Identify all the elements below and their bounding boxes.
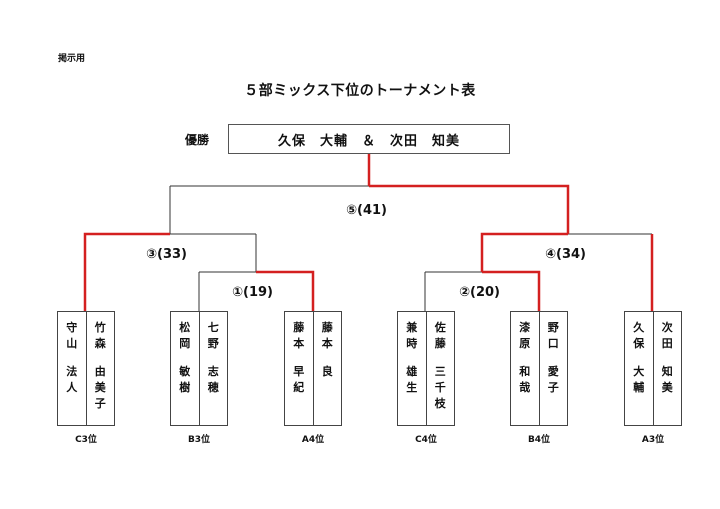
team-rank: B4位 — [527, 435, 551, 445]
name-char: 次 — [661, 321, 673, 334]
page-title: ５部ミックス下位のトーナメント表 — [244, 83, 476, 99]
match-label-1: ①(19) — [232, 285, 273, 300]
name-char: 由 — [94, 365, 106, 378]
name-char: 森 — [94, 337, 106, 350]
player-name: 竹森由美子 — [85, 312, 115, 425]
name-char: 生 — [406, 381, 418, 394]
name-char: 法 — [66, 365, 78, 378]
player-name: 久保大輔 — [625, 312, 653, 425]
name-char: 七 — [207, 321, 219, 334]
name-char: 漆 — [519, 321, 531, 334]
team-rank: A3位 — [641, 435, 665, 445]
name-char: 時 — [406, 337, 418, 350]
champion-box: 久保 大輔 ＆ 次田 知美 — [228, 124, 510, 154]
name-char: 竹 — [94, 321, 106, 334]
name-char: 愛 — [547, 365, 559, 378]
name-char: 紀 — [293, 381, 305, 394]
champion-names: 久保 大輔 ＆ 次田 知美 — [277, 133, 460, 149]
name-char: 藤 — [293, 321, 305, 334]
winner-line-c3 — [83, 232, 170, 311]
name-char: 守 — [66, 321, 78, 334]
name-char: 輔 — [633, 381, 645, 394]
player-name: 七野志穂 — [198, 312, 228, 425]
name-char: 藤 — [321, 321, 333, 334]
name-char: 雄 — [406, 365, 418, 378]
name-char: 本 — [293, 337, 305, 350]
player-name: 藤本良 — [312, 312, 342, 425]
name-char: 野 — [207, 337, 219, 350]
name-char: 兼 — [406, 321, 418, 334]
name-char: 人 — [66, 381, 78, 394]
name-char: 松 — [179, 321, 191, 334]
winner-line-a4 — [256, 270, 315, 311]
name-char: 知 — [661, 365, 673, 378]
name-char: 樹 — [179, 381, 191, 394]
name-char: 藤 — [434, 337, 446, 350]
name-char: 大 — [633, 365, 645, 378]
winner-line-b4 — [482, 270, 541, 311]
team-box: 久保大輔次田知美 — [624, 311, 682, 426]
team-box: 松岡敏樹七野志穂 — [170, 311, 228, 426]
name-char: 志 — [207, 365, 219, 378]
name-char: 穂 — [207, 381, 219, 394]
name-char: 枝 — [434, 397, 446, 410]
team-box: 藤本早紀藤本良 — [284, 311, 342, 426]
name-char: 哉 — [519, 381, 531, 394]
match-label-2: ②(20) — [459, 285, 500, 300]
name-char: 山 — [66, 337, 78, 350]
winner-line-m4-up — [369, 184, 570, 234]
name-char: 保 — [633, 337, 645, 350]
name-char: 本 — [321, 337, 333, 350]
team-rank: C3位 — [75, 435, 97, 445]
player-name: 次田知美 — [652, 312, 682, 425]
player-name: 守山法人 — [58, 312, 86, 425]
name-char: 久 — [633, 321, 645, 334]
name-char: 良 — [321, 365, 333, 378]
name-char: 敏 — [179, 365, 191, 378]
team-box: 守山法人竹森由美子 — [57, 311, 115, 426]
match-label-3: ③(33) — [146, 247, 187, 262]
name-char: 早 — [293, 365, 305, 378]
name-char: 岡 — [179, 337, 191, 350]
name-char: 野 — [547, 321, 559, 334]
name-char: 子 — [547, 381, 559, 394]
match-label-4: ④(34) — [545, 247, 586, 262]
name-char: 美 — [661, 381, 673, 394]
name-char: 佐 — [434, 321, 446, 334]
team-rank: A4位 — [301, 435, 325, 445]
name-char: 田 — [661, 337, 673, 350]
player-name: 佐藤三千枝 — [425, 312, 455, 425]
name-char: 口 — [547, 337, 559, 350]
team-box: 漆原和哉野口愛子 — [510, 311, 568, 426]
champion-label: 優勝 — [185, 133, 210, 147]
winner-line-m2-up — [480, 232, 568, 272]
notice-label: 掲示用 — [58, 54, 86, 64]
player-name: 松岡敏樹 — [171, 312, 199, 425]
team-rank: B3位 — [187, 435, 211, 445]
team-box: 兼時雄生佐藤三千枝 — [397, 311, 455, 426]
player-name: 漆原和哉 — [511, 312, 539, 425]
name-char: 美 — [94, 381, 106, 394]
name-char: 原 — [519, 337, 531, 350]
team-rank: C4位 — [415, 435, 437, 445]
player-name: 兼時雄生 — [398, 312, 426, 425]
name-char: 千 — [434, 381, 446, 394]
player-name: 野口愛子 — [538, 312, 568, 425]
name-char: 子 — [94, 397, 106, 410]
name-char: 和 — [519, 365, 531, 378]
match-label-5: ⑤(41) — [346, 203, 387, 218]
player-name: 藤本早紀 — [285, 312, 313, 425]
name-char: 三 — [434, 365, 446, 378]
